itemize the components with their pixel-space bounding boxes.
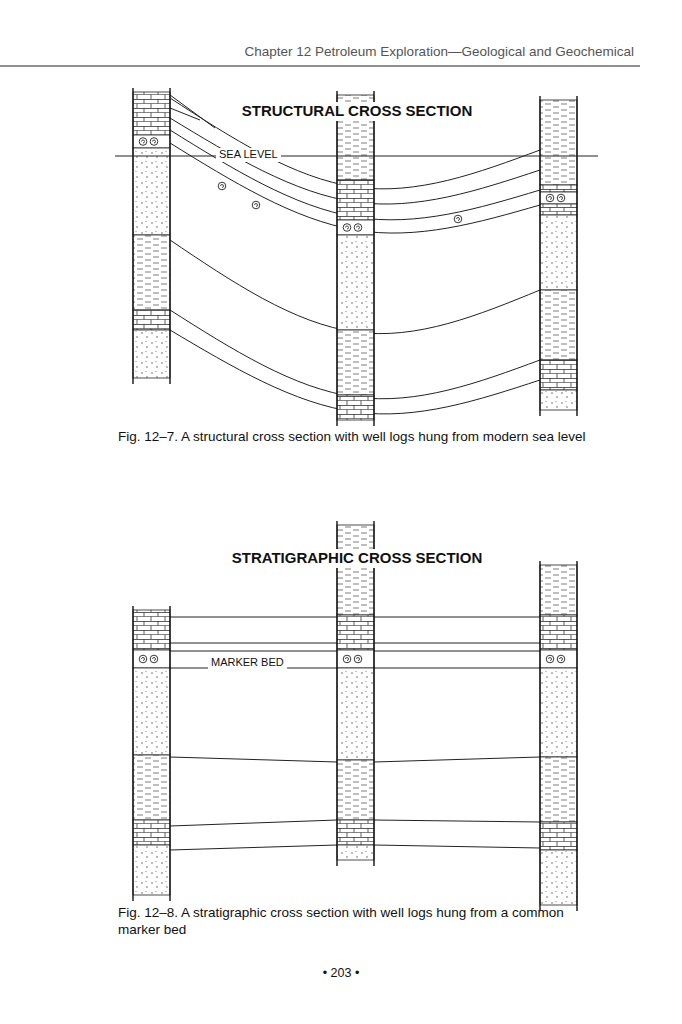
well-log bbox=[540, 561, 577, 911]
sea-level-line bbox=[115, 155, 598, 156]
well-log bbox=[133, 88, 170, 384]
fossil-symbol bbox=[354, 655, 362, 663]
bed-boundary bbox=[170, 95, 215, 128]
fossil-symbol bbox=[252, 201, 260, 209]
fossil-symbol bbox=[218, 182, 226, 190]
well-log bbox=[133, 606, 170, 901]
fossil-symbol bbox=[343, 224, 351, 232]
bed-boundary bbox=[170, 617, 337, 618]
bed-boundary bbox=[374, 757, 540, 762]
fossil-symbol bbox=[454, 215, 462, 223]
bed-boundary bbox=[374, 643, 540, 644]
fossil-symbol bbox=[557, 194, 565, 202]
figure-title: STRUCTURAL CROSS SECTION bbox=[239, 102, 476, 121]
bed-boundary bbox=[374, 617, 540, 618]
fossil-symbol bbox=[546, 655, 554, 663]
bed-boundary bbox=[170, 757, 337, 762]
bed-boundary bbox=[374, 668, 540, 669]
figure-caption: Fig. 12–8. A stratigraphic cross section… bbox=[118, 905, 598, 939]
fossil-symbol bbox=[150, 138, 158, 146]
figure-title: STRATIGRAPHIC CROSS SECTION bbox=[229, 549, 486, 568]
fossil-symbol bbox=[557, 655, 565, 663]
bed-boundary bbox=[374, 845, 540, 848]
well-log bbox=[337, 91, 374, 426]
sea-level-label: SEA LEVEL bbox=[216, 148, 281, 162]
bed-boundary bbox=[170, 651, 337, 652]
figure-caption: Fig. 12–7. A structural cross section wi… bbox=[118, 429, 585, 446]
bed-boundary bbox=[374, 820, 540, 822]
fossil-symbol bbox=[150, 655, 158, 663]
well-log bbox=[540, 96, 577, 416]
header-rule bbox=[0, 65, 640, 66]
fossil-symbol bbox=[139, 655, 147, 663]
page-number: • 203 • bbox=[323, 966, 360, 982]
fossil-symbol bbox=[343, 655, 351, 663]
running-header: Chapter 12 Petroleum Exploration—Geologi… bbox=[245, 44, 634, 61]
fossil-symbol bbox=[546, 194, 554, 202]
fossil-symbol bbox=[139, 138, 147, 146]
bed-boundary bbox=[170, 820, 337, 826]
fossil-symbol bbox=[354, 224, 362, 232]
marker-bed-label: MARKER BED bbox=[208, 656, 287, 670]
bed-boundary bbox=[170, 108, 200, 120]
bed-boundary bbox=[170, 845, 337, 850]
well-log bbox=[337, 521, 374, 866]
bed-boundary bbox=[374, 651, 540, 652]
bed-boundary bbox=[170, 643, 337, 644]
